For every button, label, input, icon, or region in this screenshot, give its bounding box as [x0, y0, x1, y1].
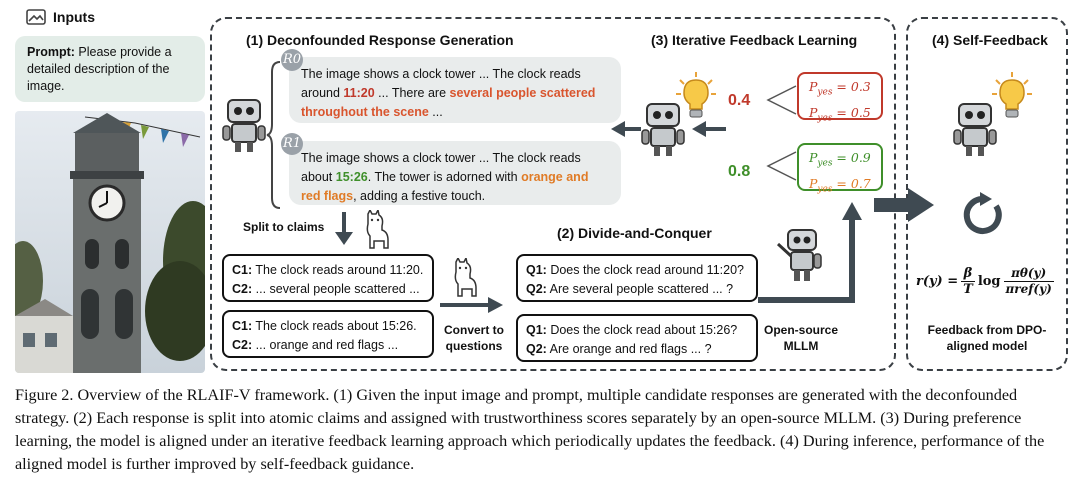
p-sub: yes	[817, 113, 833, 123]
section3-title: (3) Iterative Feedback Learning	[651, 32, 858, 48]
convert-to-questions-label: Convert to questions	[444, 323, 504, 353]
claim-c1-text: The clock reads around 11:20.	[255, 263, 424, 277]
question-q1-text: Does the clock read around 11:20?	[550, 263, 744, 277]
question-q1-label: Q1:	[526, 263, 547, 277]
llama-icon-2	[454, 258, 477, 297]
image-icon	[26, 9, 46, 25]
score-top: 0.4	[728, 92, 751, 109]
arrow-left-icon-2	[692, 121, 726, 137]
inputs-header: Inputs	[26, 9, 95, 25]
score-bottom: 0.8	[728, 163, 751, 180]
arrow-left-icon	[611, 121, 641, 137]
p-sub: yes	[817, 158, 833, 169]
robot-mllm-icon	[776, 229, 822, 281]
response-r1-hallucination: orange and red flags	[301, 170, 589, 203]
lightbulb-icon	[676, 72, 716, 118]
prompt-box: Prompt: Please provide a detailed descri…	[15, 36, 205, 102]
main-pipeline-frame	[210, 17, 896, 371]
figure-caption: Figure 2. Overview of the RLAIF-V framew…	[15, 386, 1045, 473]
prompt-text: Please provide a detailed description of…	[27, 45, 172, 93]
reward-formula: r(y) = β T log πθ(y) πref(y)	[916, 256, 1064, 306]
claim-c2-text: ... orange and red flags ...	[255, 338, 399, 352]
p-value: 0.7	[850, 175, 871, 191]
p-label: P	[809, 104, 818, 120]
question-q1-label: Q1:	[526, 323, 547, 337]
robot-generator-icon	[222, 99, 266, 152]
claims-box-r0: C1: The clock reads around 11:20. C2: ..…	[222, 254, 434, 302]
section4-title: (4) Self-Feedback	[932, 32, 1048, 48]
response-r0-time: 11:20	[343, 86, 375, 100]
claim-c2-label: C2:	[232, 282, 253, 296]
response-r0-hallucination: several people scattered throughout the …	[301, 86, 596, 119]
self-feedback-frame	[906, 17, 1068, 371]
clock-tower-image	[15, 111, 205, 373]
brace-shape	[266, 61, 281, 209]
response-r0-text-3: ...	[428, 105, 443, 119]
section2-title: (2) Divide-and-Conquer	[557, 225, 712, 241]
claims-box-r1: C1: The clock reads about 15:26. C2: ...…	[222, 310, 434, 358]
formula-policy-den: πref(y)	[1003, 280, 1054, 296]
formula-beta-fraction: β T	[961, 266, 975, 297]
response-r1: R1 The image shows a clock tower ... The…	[281, 133, 621, 205]
robot-aligned-icon	[953, 103, 997, 156]
formula-log: log	[977, 273, 1001, 289]
claim-c1-label: C1:	[232, 319, 253, 333]
arrow-down-icon	[335, 212, 353, 245]
formula-beta: β	[963, 265, 973, 281]
lightbulb-icon-2	[992, 72, 1032, 118]
p-value: 0.5	[850, 104, 871, 120]
question-q2-text: Are orange and red flags ... ?	[549, 342, 712, 356]
section1-title: (1) Deconfounded Response Generation	[246, 32, 514, 48]
question-q2-label: Q2:	[526, 342, 547, 356]
formula-policy-fraction: πθ(y) πref(y)	[1003, 265, 1054, 297]
response-r0-text-2: ... There are	[374, 86, 450, 100]
score-brackets	[766, 85, 797, 181]
response-r1-time: 15:26	[335, 170, 368, 184]
prompt-label: Prompt:	[27, 45, 75, 59]
pyes-box-r1: Pyes = 0.9 Pyes = 0.7	[797, 143, 883, 194]
split-to-claims-label: Split to claims	[243, 220, 325, 234]
refresh-cycle-icon	[963, 192, 1002, 234]
p-label: P	[809, 175, 818, 191]
questions-box-r0: Q1: Does the clock read around 11:20? Q2…	[516, 254, 758, 302]
pyes-box-r0: Pyes = 0.3 Pyes = 0.5	[797, 72, 883, 123]
p-sub: yes	[817, 87, 833, 98]
response-r1-text-3: , adding a festive touch.	[353, 189, 486, 203]
p-value: 0.9	[850, 150, 871, 165]
arrow-right-icon	[440, 297, 503, 313]
mllm-label: Open-source MLLM	[763, 323, 838, 353]
question-q2-label: Q2:	[526, 282, 547, 296]
response-r1-badge: R1	[281, 133, 303, 155]
p-label: P	[809, 79, 818, 94]
claim-c1-text: The clock reads about 15:26.	[255, 319, 417, 333]
feedback-flow-arrow	[758, 202, 862, 303]
formula-temperature: T	[961, 280, 975, 297]
arrow-to-self-feedback	[874, 188, 934, 222]
response-r0-text-1: The image shows a clock tower ... The cl…	[301, 67, 581, 100]
response-r1-text-2: . The tower is adorned with	[367, 170, 522, 184]
claim-c2-text: ... several people scattered ...	[255, 282, 420, 296]
p-label: P	[809, 150, 818, 165]
formula-policy-num: πθ(y)	[1011, 265, 1047, 280]
robot-learner-icon	[641, 103, 685, 156]
inputs-title: Inputs	[53, 9, 95, 25]
llama-icon	[366, 210, 389, 249]
question-q2-text: Are several people scattered ... ?	[549, 282, 734, 296]
feedback-caption: Feedback from DPO-aligned model	[927, 323, 1047, 353]
formula-lhs: r(y) =	[916, 273, 959, 289]
response-r1-text-1: The image shows a clock tower ... The cl…	[301, 151, 581, 184]
p-sub: yes	[817, 184, 833, 194]
questions-box-r1: Q1: Does the clock read about 15:26? Q2:…	[516, 314, 758, 362]
p-value: 0.3	[850, 79, 871, 94]
response-r0-badge: R0	[281, 49, 303, 71]
question-q1-text: Does the clock read about 15:26?	[550, 323, 738, 337]
claim-c1-label: C1:	[232, 263, 253, 277]
claim-c2-label: C2:	[232, 338, 253, 352]
response-r0: R0 The image shows a clock tower ... The…	[281, 49, 621, 123]
